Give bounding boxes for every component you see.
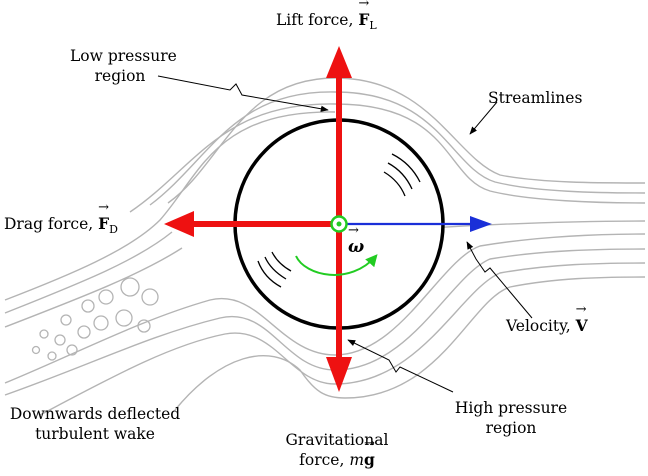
- omega-vector: ω: [348, 224, 365, 257]
- streamline: [39, 262, 646, 416]
- gravity-line2: force, mg: [262, 437, 412, 470]
- high-pressure-line1: High pressure: [454, 399, 568, 417]
- streamline: [4, 111, 336, 301]
- wake-circle: [39, 329, 49, 339]
- lift-force-vector: F: [358, 0, 370, 30]
- wake-circle: [47, 351, 57, 361]
- streamlines-label: Streamlines: [488, 89, 583, 107]
- leader-lines: [157, 75, 533, 393]
- wake-circle: [54, 334, 66, 346]
- wake-circle: [98, 289, 114, 305]
- wake-circle: [120, 277, 140, 297]
- streamline: [129, 103, 646, 213]
- gravity-g-symbol: g: [364, 450, 375, 469]
- lift-symbol: F: [358, 10, 370, 29]
- velocity-label: Velocity, V: [506, 303, 588, 336]
- low-pressure-leader: [157, 75, 329, 112]
- gravity-vector: g: [364, 437, 375, 470]
- drag-force-text: Drag force,: [4, 215, 94, 233]
- wake-circle: [66, 344, 78, 356]
- high-pressure-leader: [347, 339, 454, 393]
- velocity-arrow: [345, 216, 492, 232]
- low-pressure-line1: Low pressure: [70, 47, 177, 65]
- wake-circle: [77, 325, 91, 339]
- streamlines-leader: [469, 101, 498, 135]
- velocity-leader: [466, 241, 533, 319]
- gravity-label: Gravitational force, mg: [262, 430, 412, 470]
- streamline: [174, 276, 646, 411]
- wake-circle: [31, 345, 41, 355]
- rotation-axis-icon: [330, 215, 348, 233]
- ball-texture: [257, 153, 421, 288]
- streamline: [4, 233, 646, 384]
- gravity-mass-symbol: m: [349, 451, 365, 469]
- velocity-text: Velocity,: [506, 317, 571, 335]
- streamline: [167, 77, 646, 204]
- gravity-prefix: force,: [299, 451, 345, 469]
- lift-subscript: L: [369, 19, 377, 32]
- rotation-arrow: [295, 254, 378, 276]
- gravity-line1: Gravitational: [285, 431, 389, 449]
- drag-symbol: F: [98, 214, 110, 233]
- streamline: [4, 247, 183, 328]
- streamlines: [4, 77, 646, 416]
- wake-label: Downwards deflected turbulent wake: [2, 404, 188, 444]
- low-pressure-line2: region: [94, 67, 146, 85]
- high-pressure-label: High pressure region: [446, 398, 576, 438]
- omega-symbol: ω: [348, 237, 365, 257]
- drag-subscript: D: [109, 223, 118, 236]
- wake-circle: [137, 319, 151, 333]
- lift-force-arrow: [326, 46, 352, 224]
- wake-line2: turbulent wake: [35, 425, 155, 443]
- gravity-force-arrow: [326, 224, 352, 392]
- lift-force-label: Lift force, FL: [276, 0, 377, 36]
- drag-force-vector: F: [98, 201, 110, 234]
- streamline: [429, 220, 646, 229]
- drag-force-arrow: [164, 211, 339, 237]
- velocity-vector: V: [575, 303, 588, 336]
- high-pressure-line2: region: [485, 419, 537, 437]
- wake-line1: Downwards deflected: [9, 405, 181, 423]
- lift-force-text: Lift force,: [276, 11, 354, 29]
- low-pressure-label: Low pressure region: [70, 46, 177, 86]
- velocity-symbol: V: [575, 316, 588, 335]
- streamline: [4, 231, 173, 314]
- wake-circle: [93, 315, 109, 331]
- wake-circle: [115, 309, 133, 327]
- wake-circle: [141, 288, 159, 306]
- wake-circle: [81, 299, 95, 313]
- turbulent-wake: [31, 277, 159, 361]
- drag-force-label: Drag force, FD: [4, 201, 118, 240]
- omega-label: ω: [348, 224, 365, 257]
- wake-circle: [60, 314, 72, 326]
